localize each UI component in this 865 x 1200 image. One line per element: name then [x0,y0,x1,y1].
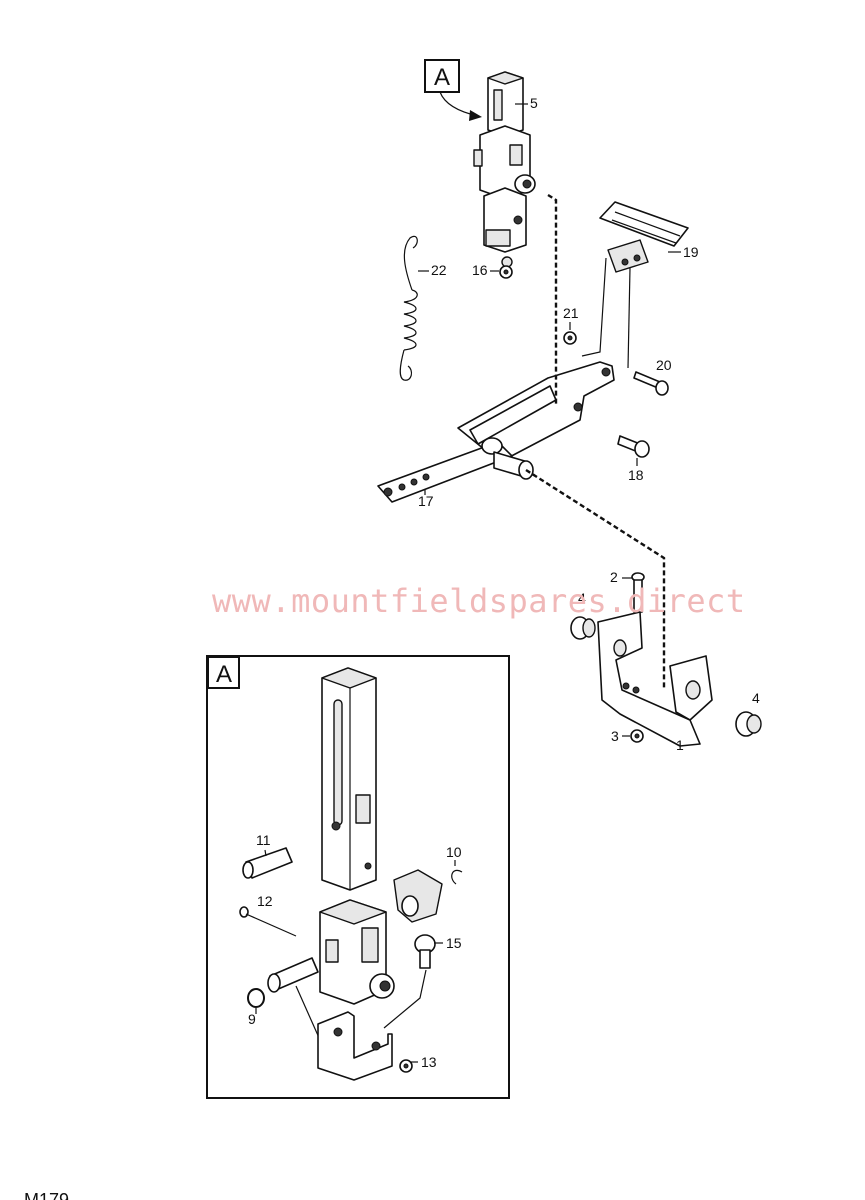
part-12-bolt [239,906,297,937]
label-13: 13 [421,1054,437,1070]
label-9: 9 [248,1011,256,1027]
label-10: 10 [446,844,462,860]
detail-swivel-block [393,869,443,923]
label-11: 11 [256,832,271,848]
part-4-bush-left [570,616,596,640]
part-3-nut [630,729,644,743]
part-20-bolt [633,371,669,396]
label-2: 2 [610,569,618,585]
label-4b: 4 [752,690,760,706]
part-13-nut [399,1059,413,1073]
callout-a-label: A [434,64,450,91]
label-20: 20 [656,357,672,373]
detail-shaft [267,957,321,1041]
part-5-column [473,71,536,268]
label-4a: 4 [578,590,586,606]
part-2-bolt [631,572,645,613]
part-22-spring [399,235,418,381]
callout-a: A [424,59,482,121]
watermark: www.mountfieldspares.direct [212,582,746,620]
part-11-pin [242,847,293,879]
part-18-bolt [617,435,650,458]
part-4-bush-right [735,711,762,737]
label-21: 21 [563,305,579,321]
label-12: 12 [257,893,273,909]
part-9-oring [247,988,265,1008]
label-22: 22 [431,262,447,278]
detail-bottom-clevis [317,1011,393,1081]
detail-view-a-label: A [216,661,232,688]
label-16: 16 [472,262,488,278]
part-15-bolt [414,934,436,969]
detail-view-a: A [206,655,510,1099]
part-19-pedal [581,201,689,369]
label-18: 18 [628,467,644,483]
detail-upper-tube [321,667,377,891]
part-1-bracket [597,611,713,747]
detail-lower-block [319,899,395,1005]
label-1: 1 [676,737,684,753]
label-19: 19 [683,244,699,260]
label-17: 17 [418,493,434,509]
label-15: 15 [446,935,462,951]
part-17-arm [377,361,615,503]
drawing-code: M179 [24,1190,69,1200]
part-10-clip [451,869,463,885]
label-3: 3 [611,728,619,744]
label-5: 5 [530,95,538,111]
